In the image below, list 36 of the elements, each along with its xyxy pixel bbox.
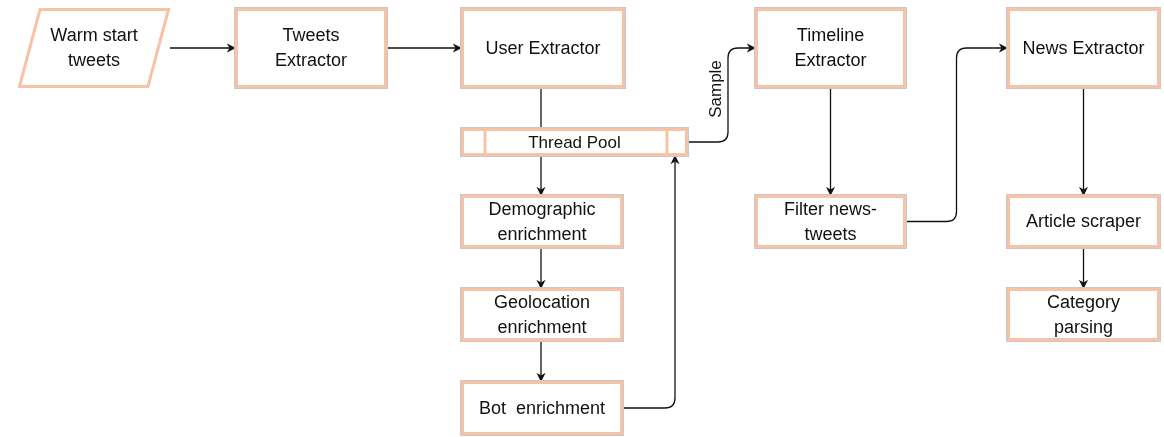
process-box [755, 195, 906, 248]
process-box [461, 288, 623, 341]
node-label: News Extractor [1021, 36, 1146, 60]
node-label: User Extractor [484, 36, 602, 60]
arrow [169, 43, 236, 53]
process-box [755, 8, 906, 88]
arrow [825, 87, 836, 196]
edge-label: Sample [705, 59, 726, 120]
arrow [622, 155, 680, 409]
arrow [386, 43, 462, 53]
node-label: Filter news-tweets [783, 197, 878, 246]
node-label: Warm start tweets [49, 24, 139, 72]
node-label: Bot enrichment [477, 396, 607, 420]
process-box [1007, 288, 1160, 341]
node-label: Demographic enrichment [487, 197, 597, 246]
arrow [536, 247, 546, 289]
thread-pool-box [461, 128, 688, 156]
input-parallelogram [18, 8, 170, 88]
arrow [687, 43, 756, 143]
node-label: Thread Pool [527, 131, 622, 154]
arrow [536, 155, 546, 196]
arrow [1078, 87, 1089, 196]
arrow [905, 43, 1008, 223]
process-box [461, 195, 623, 248]
process-box [235, 8, 387, 88]
arrow [1078, 247, 1089, 289]
node-label: Tweets Extractor [274, 24, 348, 72]
node-label: Geolocation enrichment [492, 290, 592, 339]
process-box [1007, 8, 1160, 88]
node-label: Category parsing [1045, 290, 1121, 339]
node-label: Timeline Extractor [793, 24, 868, 72]
process-box [461, 8, 625, 88]
process-box [461, 381, 623, 435]
process-box [1007, 195, 1160, 248]
arrow [536, 340, 546, 382]
node-label: Article scraper [1025, 210, 1142, 233]
